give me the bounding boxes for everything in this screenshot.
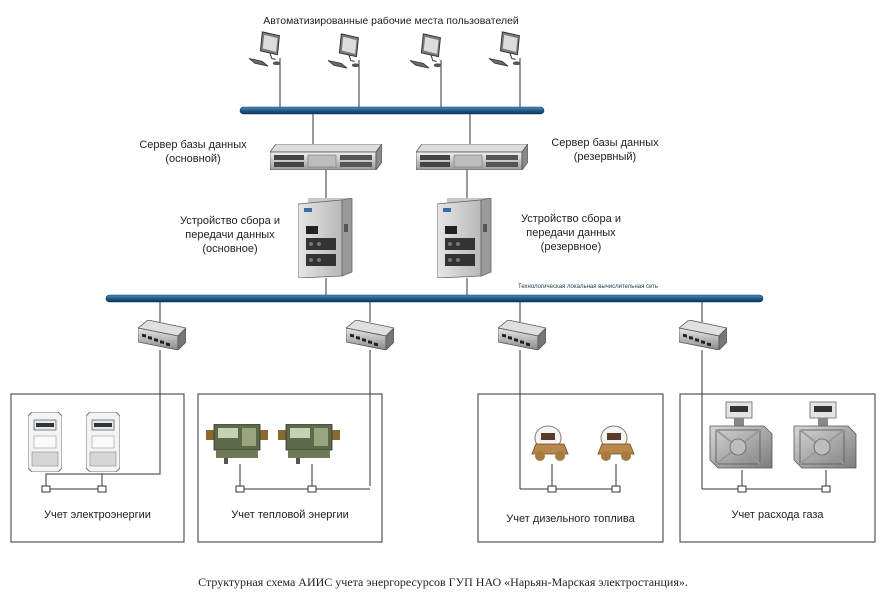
connector-node	[737, 485, 747, 493]
area-frame-fuel	[477, 393, 664, 543]
network-switch-icon	[498, 320, 546, 350]
user-network-bus	[239, 106, 545, 115]
network-switch-icon	[679, 320, 727, 350]
workstation-icon	[248, 31, 281, 67]
connector-node	[307, 485, 317, 493]
area-frame-heat	[197, 393, 383, 543]
area-frame-gas	[679, 393, 876, 543]
connector-node	[41, 485, 51, 493]
network-switch-icon	[346, 320, 394, 350]
area-wiring	[45, 350, 161, 486]
server-reserve-icon	[416, 144, 528, 170]
workstation-icon	[327, 33, 360, 69]
electric-meter-icon	[86, 412, 120, 472]
figure-caption: Структурная схема АИИС учета энергоресур…	[198, 575, 688, 589]
fuel-meter-icon	[531, 425, 569, 462]
workstations-label: Автоматизированные рабочие места пользов…	[263, 15, 519, 27]
usd-main-icon	[298, 198, 353, 278]
gas-meter-icon	[793, 401, 857, 469]
server-reserve-label: Сервер базы данных (резервный)	[551, 137, 659, 163]
workstation-icon	[409, 33, 442, 69]
area-label-electricity: Учет электроэнергии	[44, 509, 151, 521]
area-label-fuel: Учет дизельного топлива	[506, 513, 635, 525]
server-main-label: Сервер базы данных (основной)	[139, 139, 247, 165]
network-switch-icon	[138, 320, 186, 350]
workstation-icon	[488, 31, 521, 67]
connector-node	[97, 485, 107, 493]
usd-main-label: Устройство сбора и передачи данных (осно…	[180, 215, 280, 255]
connector-node	[821, 485, 831, 493]
heat-meter-icon	[206, 424, 268, 464]
network-label: Технологическая локальная вычислительная…	[518, 284, 659, 290]
server-main-icon	[270, 144, 382, 170]
area-label-heat: Учет тепловой энергии	[231, 509, 349, 521]
area-label-gas: Учет расхода газа	[731, 509, 824, 521]
connector-node	[547, 485, 557, 493]
connector-node	[611, 485, 621, 493]
technological-lan-bus	[105, 294, 764, 303]
connector-node	[235, 485, 245, 493]
area-frame-electricity	[10, 393, 185, 543]
usd-reserve-icon	[437, 198, 492, 278]
gas-meter-icon	[709, 401, 773, 469]
heat-meter-icon	[278, 424, 340, 464]
fuel-meter-icon	[597, 425, 635, 462]
usd-reserve-label: Устройство сбора и передачи данных (резе…	[521, 213, 621, 253]
electric-meter-icon	[28, 412, 62, 472]
